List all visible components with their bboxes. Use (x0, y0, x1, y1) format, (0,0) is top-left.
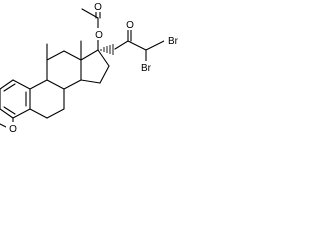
label-acetyl-o-top: O (91, 0, 105, 13)
svg-text:O: O (126, 20, 134, 31)
svg-text:O: O (9, 124, 17, 135)
ring-a (0, 79, 31, 119)
svg-text:O: O (94, 2, 102, 13)
ring-c (46, 50, 82, 90)
svg-text:O: O (95, 30, 103, 41)
label-ester-o: O (92, 28, 106, 41)
ring-b (29, 79, 65, 119)
ring-d (80, 49, 110, 84)
label-br-top: Br (164, 34, 183, 47)
svg-text:Br: Br (168, 36, 179, 47)
svg-text:Br: Br (141, 63, 152, 74)
steroid-structure-diagram: O O O Br Br O (0, 0, 183, 135)
label-methoxy-o: O (6, 122, 20, 135)
label-br-bottom: Br (137, 61, 156, 74)
label-ketone-o: O (123, 18, 137, 31)
hashed-wedge-bond (100, 44, 114, 55)
dibromoacetyl-group (114, 27, 165, 62)
